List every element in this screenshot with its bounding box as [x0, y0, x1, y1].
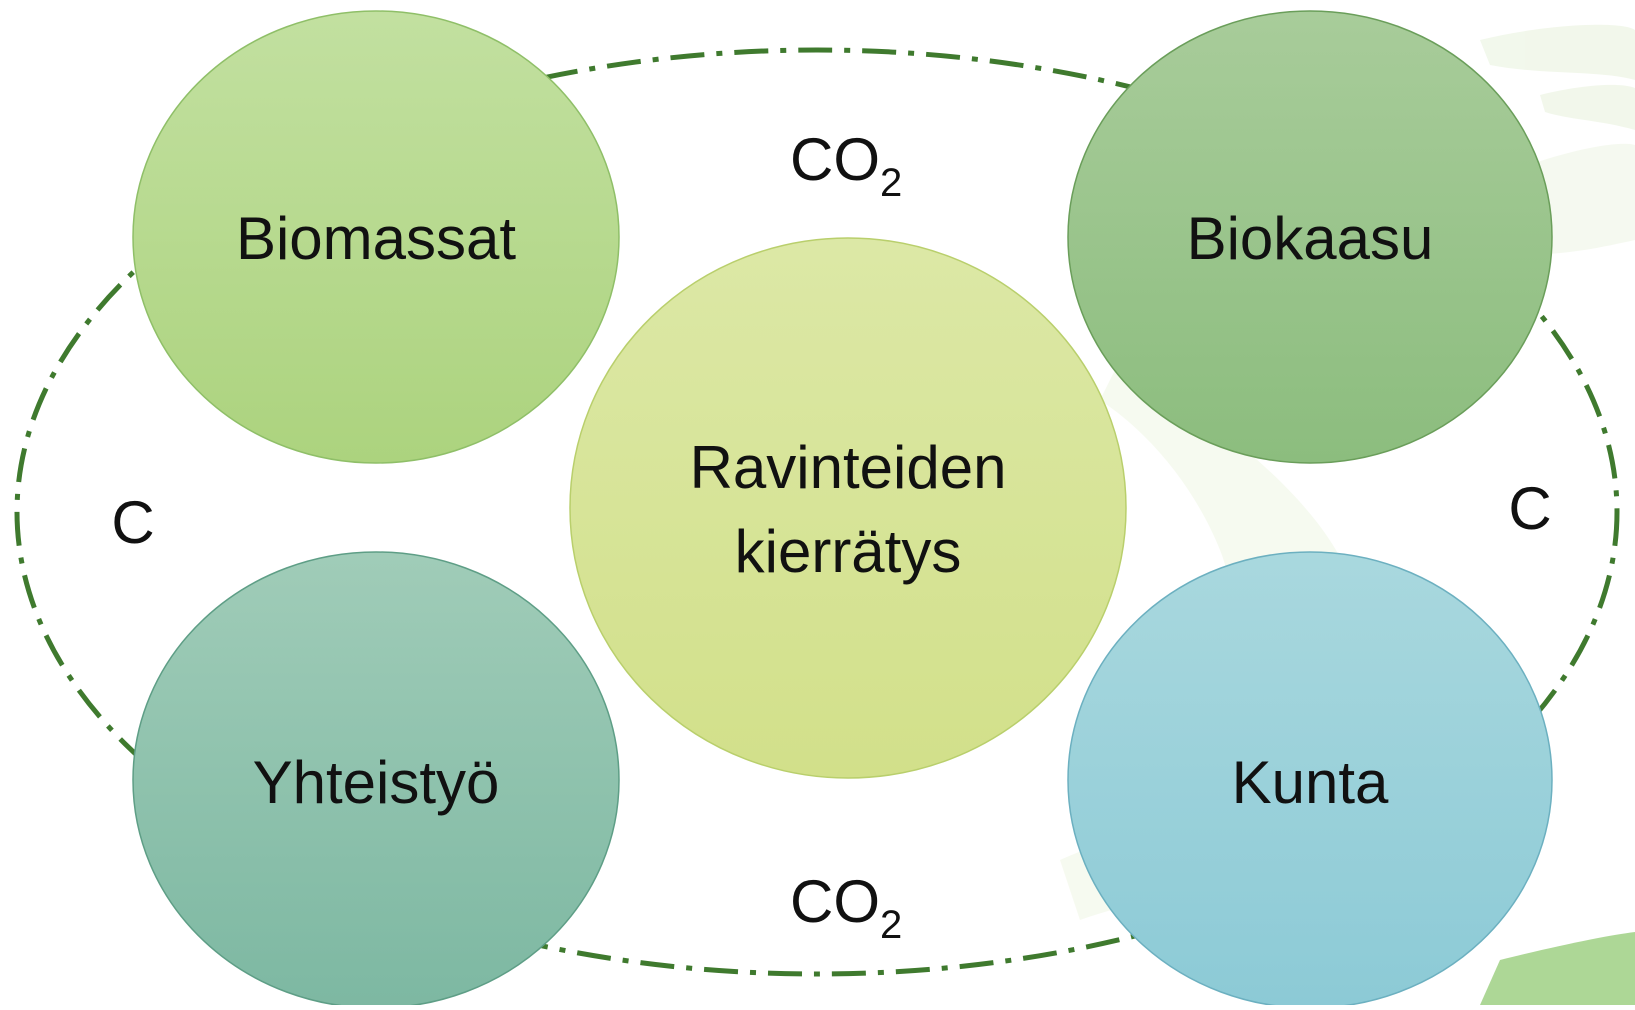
node-kunta-label: Kunta — [1232, 749, 1389, 816]
node-biokaasu: Biokaasu — [1067, 10, 1553, 464]
cycle-label-bottom: CO2 — [790, 868, 902, 947]
cycle-label-right: C — [1508, 475, 1551, 542]
cycle-label-left: C — [111, 489, 154, 556]
center-node-line-2: kierrätys — [735, 518, 962, 585]
center-node: Ravinteiden kierrätys — [569, 237, 1127, 779]
node-biomassat-label: Biomassat — [236, 205, 516, 272]
cycle-ellipse — [14, 47, 1620, 977]
node-biokaasu-label: Biokaasu — [1187, 205, 1434, 272]
node-kunta: Kunta — [1067, 551, 1553, 1009]
node-biomassat: Biomassat — [132, 10, 620, 464]
node-yhteistyo: Yhteistyö — [132, 551, 620, 1009]
cycle-label-top: CO2 — [790, 126, 902, 205]
node-yhteistyo-label: Yhteistyö — [253, 749, 500, 816]
center-node-line-1: Ravinteiden — [690, 434, 1007, 501]
